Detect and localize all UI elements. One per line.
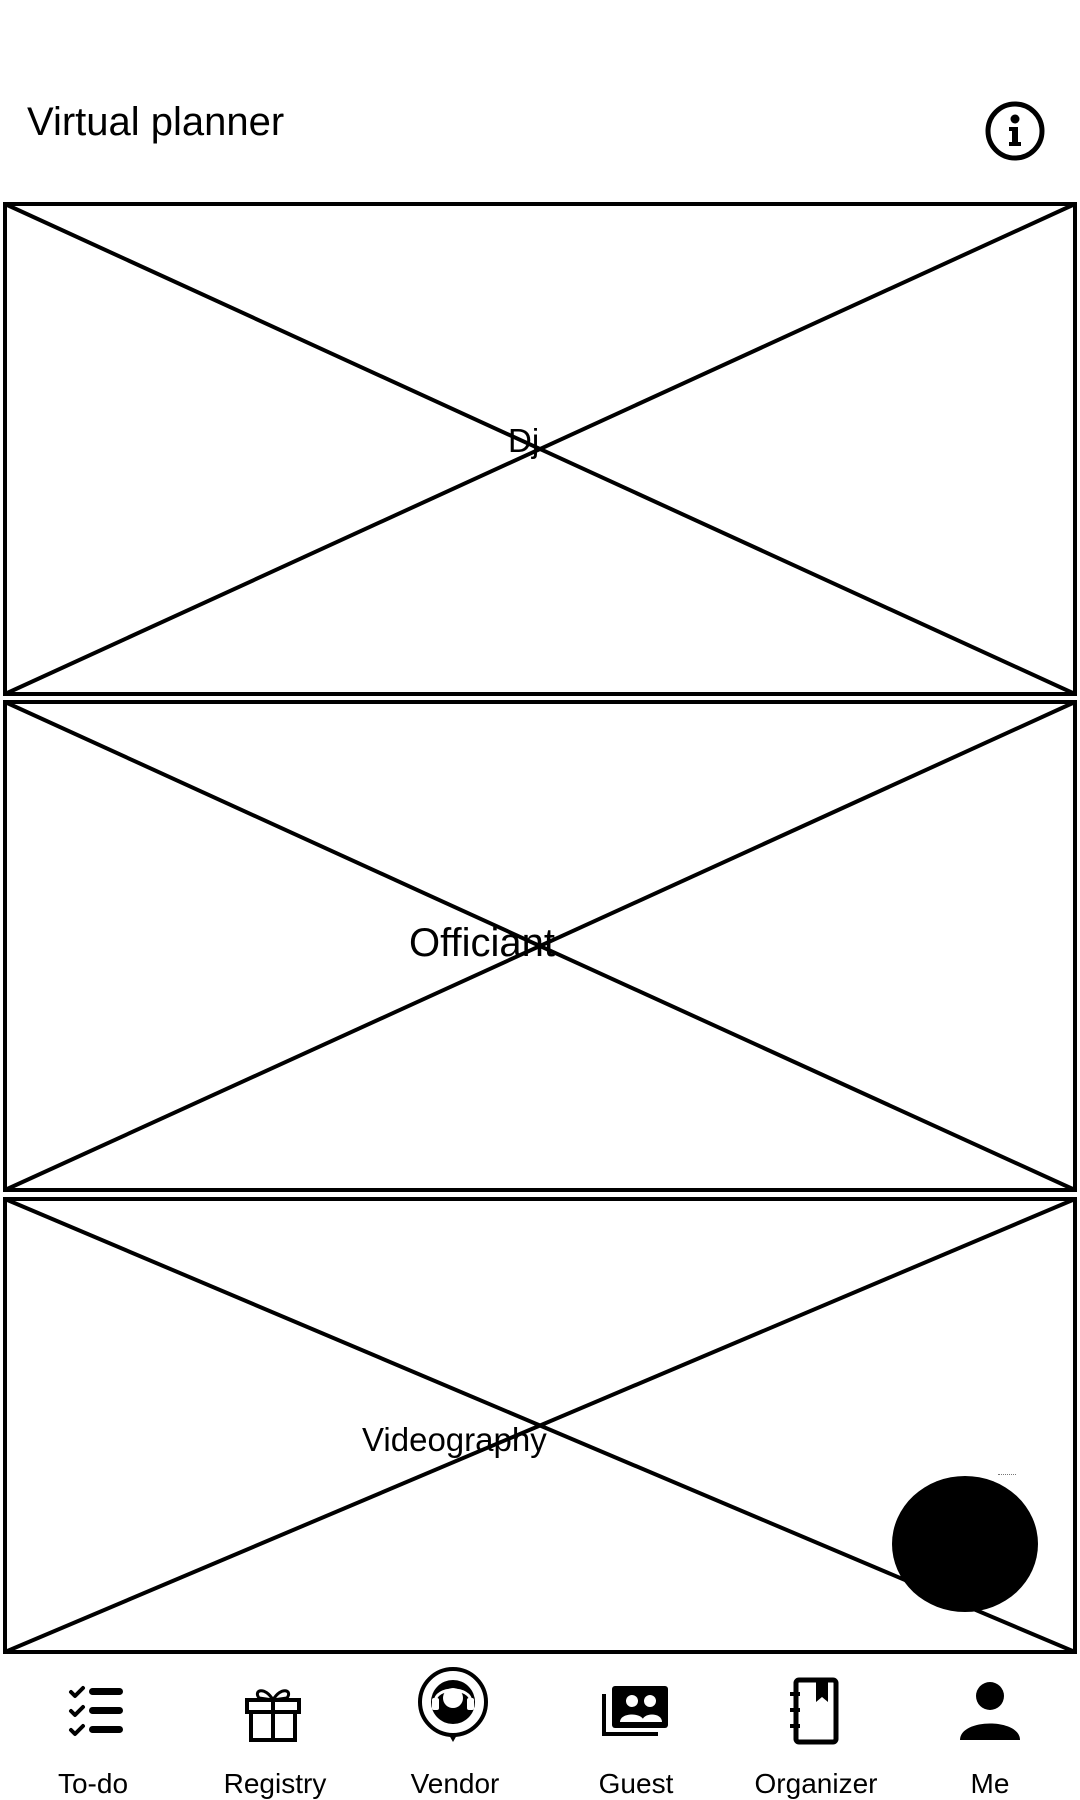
vendor-card-officiant[interactable] xyxy=(3,700,1077,1192)
nav-label-todo: To-do xyxy=(57,1768,129,1799)
guests-icon xyxy=(596,1672,676,1752)
notebook-icon xyxy=(774,1672,854,1752)
vendor-card-dj[interactable] xyxy=(3,202,1077,696)
floating-action-button[interactable] xyxy=(892,1476,1038,1612)
image-placeholder xyxy=(3,700,1077,1192)
person-icon xyxy=(950,1672,1030,1752)
page-title: Virtual planner xyxy=(27,100,285,144)
gift-icon xyxy=(233,1672,313,1752)
nav-label-organizer: Organizer xyxy=(754,1768,878,1799)
vendor-label-dj: Dj xyxy=(508,422,540,459)
info-button[interactable] xyxy=(984,100,1046,162)
fab-decoration xyxy=(998,1474,1016,1477)
checklist-icon xyxy=(53,1672,133,1752)
nav-item-guest[interactable]: Guest xyxy=(556,1660,716,1800)
nav-item-todo[interactable]: To-do xyxy=(13,1660,173,1800)
headset-icon xyxy=(413,1664,493,1744)
nav-label-me: Me xyxy=(970,1768,1010,1799)
image-placeholder xyxy=(3,1197,1077,1654)
image-placeholder xyxy=(3,202,1077,696)
nav-label-registry: Registry xyxy=(223,1768,327,1799)
bottom-nav: To-do Registry xyxy=(0,1660,1080,1800)
vendor-label-officiant: Officiant xyxy=(409,921,555,965)
info-icon xyxy=(985,101,1045,161)
nav-item-me[interactable]: Me xyxy=(910,1660,1070,1800)
nav-label-vendor: Vendor xyxy=(410,1768,500,1799)
nav-item-registry[interactable]: Registry xyxy=(195,1660,355,1800)
nav-item-vendor[interactable]: Vendor xyxy=(375,1660,535,1800)
nav-label-guest: Guest xyxy=(598,1768,674,1799)
nav-item-organizer[interactable]: Organizer xyxy=(736,1660,896,1800)
vendor-label-videography: Videography xyxy=(362,1421,547,1458)
vendor-card-videography[interactable] xyxy=(3,1197,1077,1654)
